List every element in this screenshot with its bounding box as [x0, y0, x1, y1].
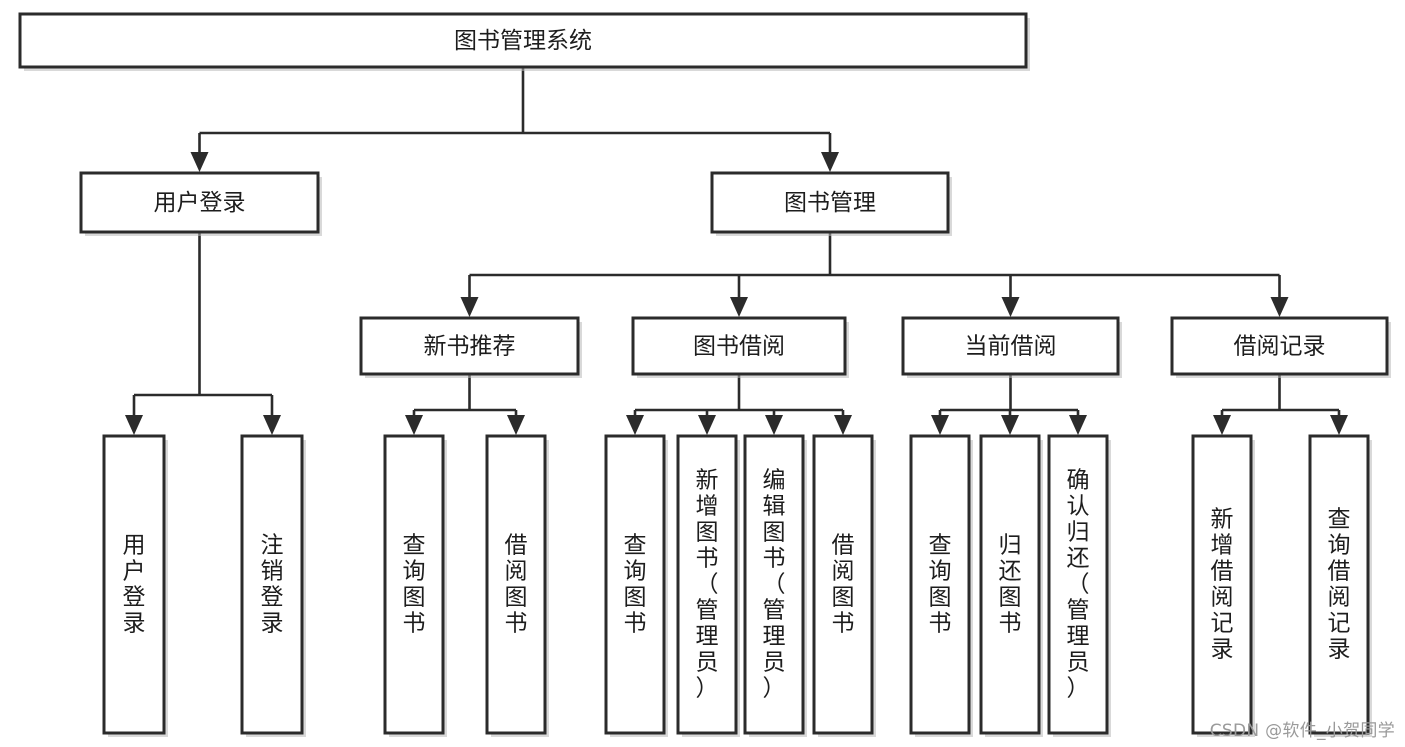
node-label: 当前借阅 — [965, 334, 1057, 360]
node-leaf-leaf-query-book-recommend[interactable]: 查询图书 — [383, 434, 447, 737]
watermark-label: CSDN @软件_小贺同学 — [1209, 721, 1395, 741]
arrow-head — [730, 297, 748, 317]
node-label: 图书管理系统 — [454, 28, 592, 54]
arrow-head — [1270, 297, 1289, 317]
arrow-head — [1001, 415, 1019, 435]
node-label: 查询图书 — [403, 533, 426, 637]
node-box[interactable] — [1308, 434, 1370, 735]
arrow-head — [125, 415, 143, 435]
node-box[interactable] — [383, 434, 445, 735]
node-label: 编辑图书（管理员） — [763, 468, 786, 702]
node-label: 查询图书 — [929, 533, 952, 637]
arrow-head — [698, 415, 716, 435]
arrow-head — [1001, 297, 1020, 317]
node-leaf-leaf-query-borrow-record[interactable]: 查询借阅记录 — [1308, 434, 1372, 737]
arrow-head — [405, 415, 423, 435]
node-leaf-leaf-add-book[interactable]: 新增图书（管理员） — [676, 434, 740, 737]
node-level2-new-book-recommend[interactable]: 新书推荐 — [359, 316, 582, 378]
node-label: 新书推荐 — [424, 334, 516, 360]
node-label: 新增图书（管理员） — [696, 468, 719, 702]
node-label: 查询图书 — [624, 533, 647, 637]
node-box[interactable] — [1047, 434, 1109, 735]
node-box[interactable] — [1191, 434, 1253, 735]
connector-layer — [125, 67, 1348, 435]
arrow-head — [931, 415, 949, 435]
node-box[interactable] — [743, 434, 805, 735]
node-leaf-leaf-logout[interactable]: 注销登录 — [240, 434, 306, 737]
node-box[interactable] — [359, 316, 580, 376]
node-level2-book-borrow[interactable]: 图书借阅 — [631, 316, 849, 378]
node-label: 新增借阅记录 — [1211, 507, 1234, 663]
node-label: 用户登录 — [154, 190, 246, 216]
node-leaf-leaf-borrow-book[interactable]: 借阅图书 — [812, 434, 876, 737]
node-box[interactable] — [909, 434, 971, 735]
arrow-head — [1330, 415, 1348, 435]
node-box[interactable] — [79, 171, 320, 234]
arrow-head — [626, 415, 644, 435]
node-box[interactable] — [979, 434, 1041, 735]
node-root[interactable]: 图书管理系统 — [18, 12, 1030, 71]
node-level1-book-management[interactable]: 图书管理 — [710, 171, 952, 236]
node-leaf-leaf-confirm-return[interactable]: 确认归还（管理员） — [1047, 434, 1111, 737]
node-box[interactable] — [485, 434, 547, 735]
node-label: 图书借阅 — [693, 334, 785, 360]
node-label: 图书管理 — [784, 190, 876, 216]
node-box[interactable] — [901, 316, 1120, 376]
arrow-head — [263, 415, 281, 435]
node-box[interactable] — [631, 316, 847, 376]
node-label: 归还图书 — [999, 533, 1022, 637]
node-level1-user-login[interactable]: 用户登录 — [79, 171, 322, 236]
node-leaf-leaf-borrow-book-recommend[interactable]: 借阅图书 — [485, 434, 549, 737]
arrow-head — [1213, 415, 1231, 435]
node-leaf-leaf-edit-book[interactable]: 编辑图书（管理员） — [743, 434, 807, 737]
arrow-head — [765, 415, 783, 435]
node-label: 查询借阅记录 — [1328, 507, 1351, 663]
node-box[interactable] — [812, 434, 874, 735]
node-layer: 图书管理系统用户登录图书管理新书推荐图书借阅当前借阅借阅记录用户登录注销登录查询… — [18, 12, 1391, 737]
node-leaf-leaf-return-book[interactable]: 归还图书 — [979, 434, 1043, 737]
arrow-head — [507, 415, 525, 435]
node-label: 借阅记录 — [1234, 334, 1326, 360]
node-label: 确认归还（管理员） — [1067, 468, 1090, 702]
arrow-head — [821, 152, 839, 172]
arrow-head — [834, 415, 852, 435]
node-box[interactable] — [676, 434, 738, 735]
node-label: 注销登录 — [261, 533, 284, 637]
node-level2-current-borrow[interactable]: 当前借阅 — [901, 316, 1122, 378]
node-box[interactable] — [710, 171, 950, 234]
node-box[interactable] — [1170, 316, 1389, 376]
arrow-head — [190, 152, 209, 172]
node-box[interactable] — [18, 12, 1028, 69]
node-leaf-leaf-query-book-current[interactable]: 查询图书 — [909, 434, 973, 737]
arrow-head — [1069, 415, 1087, 435]
node-label: 借阅图书 — [505, 533, 528, 637]
node-label: 借阅图书 — [832, 533, 855, 637]
node-level2-borrow-record[interactable]: 借阅记录 — [1170, 316, 1391, 378]
node-box[interactable] — [604, 434, 666, 735]
arrow-head — [460, 297, 479, 317]
node-leaf-leaf-query-book-borrow[interactable]: 查询图书 — [604, 434, 668, 737]
node-leaf-leaf-user-login[interactable]: 用户登录 — [102, 434, 168, 737]
node-leaf-leaf-add-borrow-record[interactable]: 新增借阅记录 — [1191, 434, 1255, 737]
node-label: 用户登录 — [123, 533, 146, 637]
node-box[interactable] — [240, 434, 304, 735]
node-box[interactable] — [102, 434, 166, 735]
